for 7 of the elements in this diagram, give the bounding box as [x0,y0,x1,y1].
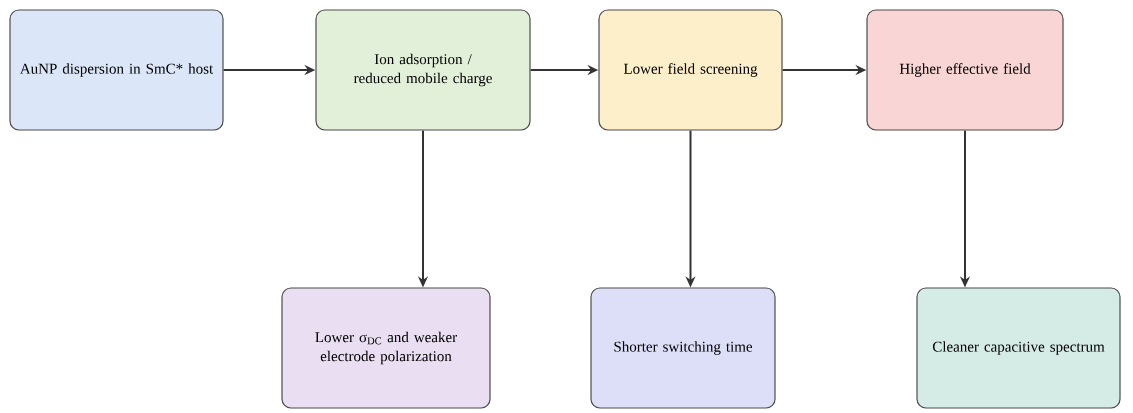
process-box: Higher effective field [866,9,1064,131]
process-box: AuNP dispersion in SmC* host [9,9,224,131]
process-box: Shorter switching time [590,287,776,409]
process-box: Lower field screening [598,9,783,131]
process-box: Ion adsorption / reduced mobile charge [315,9,531,131]
process-box: Lower σ$_{DC}$ and weaker electrode polarization [281,287,491,409]
process-box: Cleaner capacitive spectrum [916,287,1121,409]
